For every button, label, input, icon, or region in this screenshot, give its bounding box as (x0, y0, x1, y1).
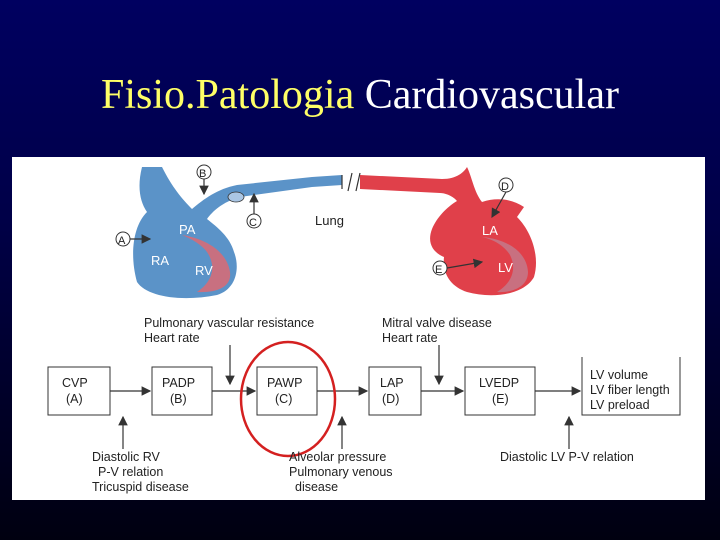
marker-a: A (118, 235, 126, 247)
note-disease: disease (295, 480, 338, 494)
right-heart (133, 167, 342, 299)
marker-d: D (501, 181, 509, 193)
cardio-diagram: PA RA RV LA LV Lung B C A D E Pulmonary … (47, 164, 681, 494)
chain-cvp-code: (A) (66, 392, 83, 406)
left-heart (360, 167, 537, 296)
chain-lap-code: (D) (382, 392, 399, 406)
marker-b: B (199, 168, 206, 180)
note-hr-left: Heart rate (144, 331, 200, 345)
result-volume: LV volume (590, 368, 648, 382)
note-mitral: Mitral valve disease (382, 316, 492, 330)
chain-padp-name: PADP (162, 376, 195, 390)
chain-padp: PADP (B) (151, 366, 213, 416)
note-alveolar: Alveolar pressure (289, 450, 386, 464)
heart-illustration: PA RA RV LA LV Lung B C A D E (115, 164, 537, 299)
result-fiber: LV fiber length (590, 383, 670, 397)
label-lv: LV (498, 260, 513, 275)
pawp-highlight-circle (239, 340, 337, 458)
note-hr-right: Heart rate (382, 331, 438, 345)
label-lung: Lung (315, 213, 344, 228)
note-pulm-venous: Pulmonary venous (289, 465, 393, 479)
chain-lap-name: LAP (380, 376, 404, 390)
chain-pawp: PAWP (C) (256, 366, 318, 416)
marker-c: C (249, 217, 257, 229)
chain-padp-code: (B) (170, 392, 187, 406)
result-box: LV volume LV fiber length LV preload (581, 357, 681, 416)
chain-lvedp-code: (E) (492, 392, 509, 406)
chain-lvedp-name: LVEDP (479, 376, 519, 390)
chain-lvedp: LVEDP (E) (464, 366, 536, 416)
title-part-2: Cardiovascular (364, 72, 619, 118)
note-pvr: Pulmonary vascular resistance (144, 316, 314, 330)
label-la: LA (482, 223, 498, 238)
chain-cvp-name: CVP (62, 376, 88, 390)
chain-cvp: CVP (A) (47, 366, 111, 416)
label-pa: PA (179, 222, 196, 237)
result-preload: LV preload (590, 398, 650, 412)
marker-e: E (435, 264, 442, 276)
label-rv: RV (195, 263, 213, 278)
diagram-panel: PA RA RV LA LV Lung B C A D E Pulmonary … (12, 157, 705, 500)
chain-lap: LAP (D) (368, 366, 422, 416)
title-part-1: Fisio.Patologia (101, 72, 355, 118)
slide-title: Fisio.Patologia Cardiovascular (0, 70, 720, 120)
note-tricuspid: Tricuspid disease (92, 480, 189, 494)
chain-pawp-name: PAWP (267, 376, 302, 390)
note-diastolic-rv: Diastolic RV (92, 450, 161, 464)
note-pv-relation: P-V relation (98, 465, 163, 479)
chain-pawp-code: (C) (275, 392, 292, 406)
label-ra: RA (151, 253, 169, 268)
note-diastolic-lv: Diastolic LV P-V relation (500, 450, 634, 464)
